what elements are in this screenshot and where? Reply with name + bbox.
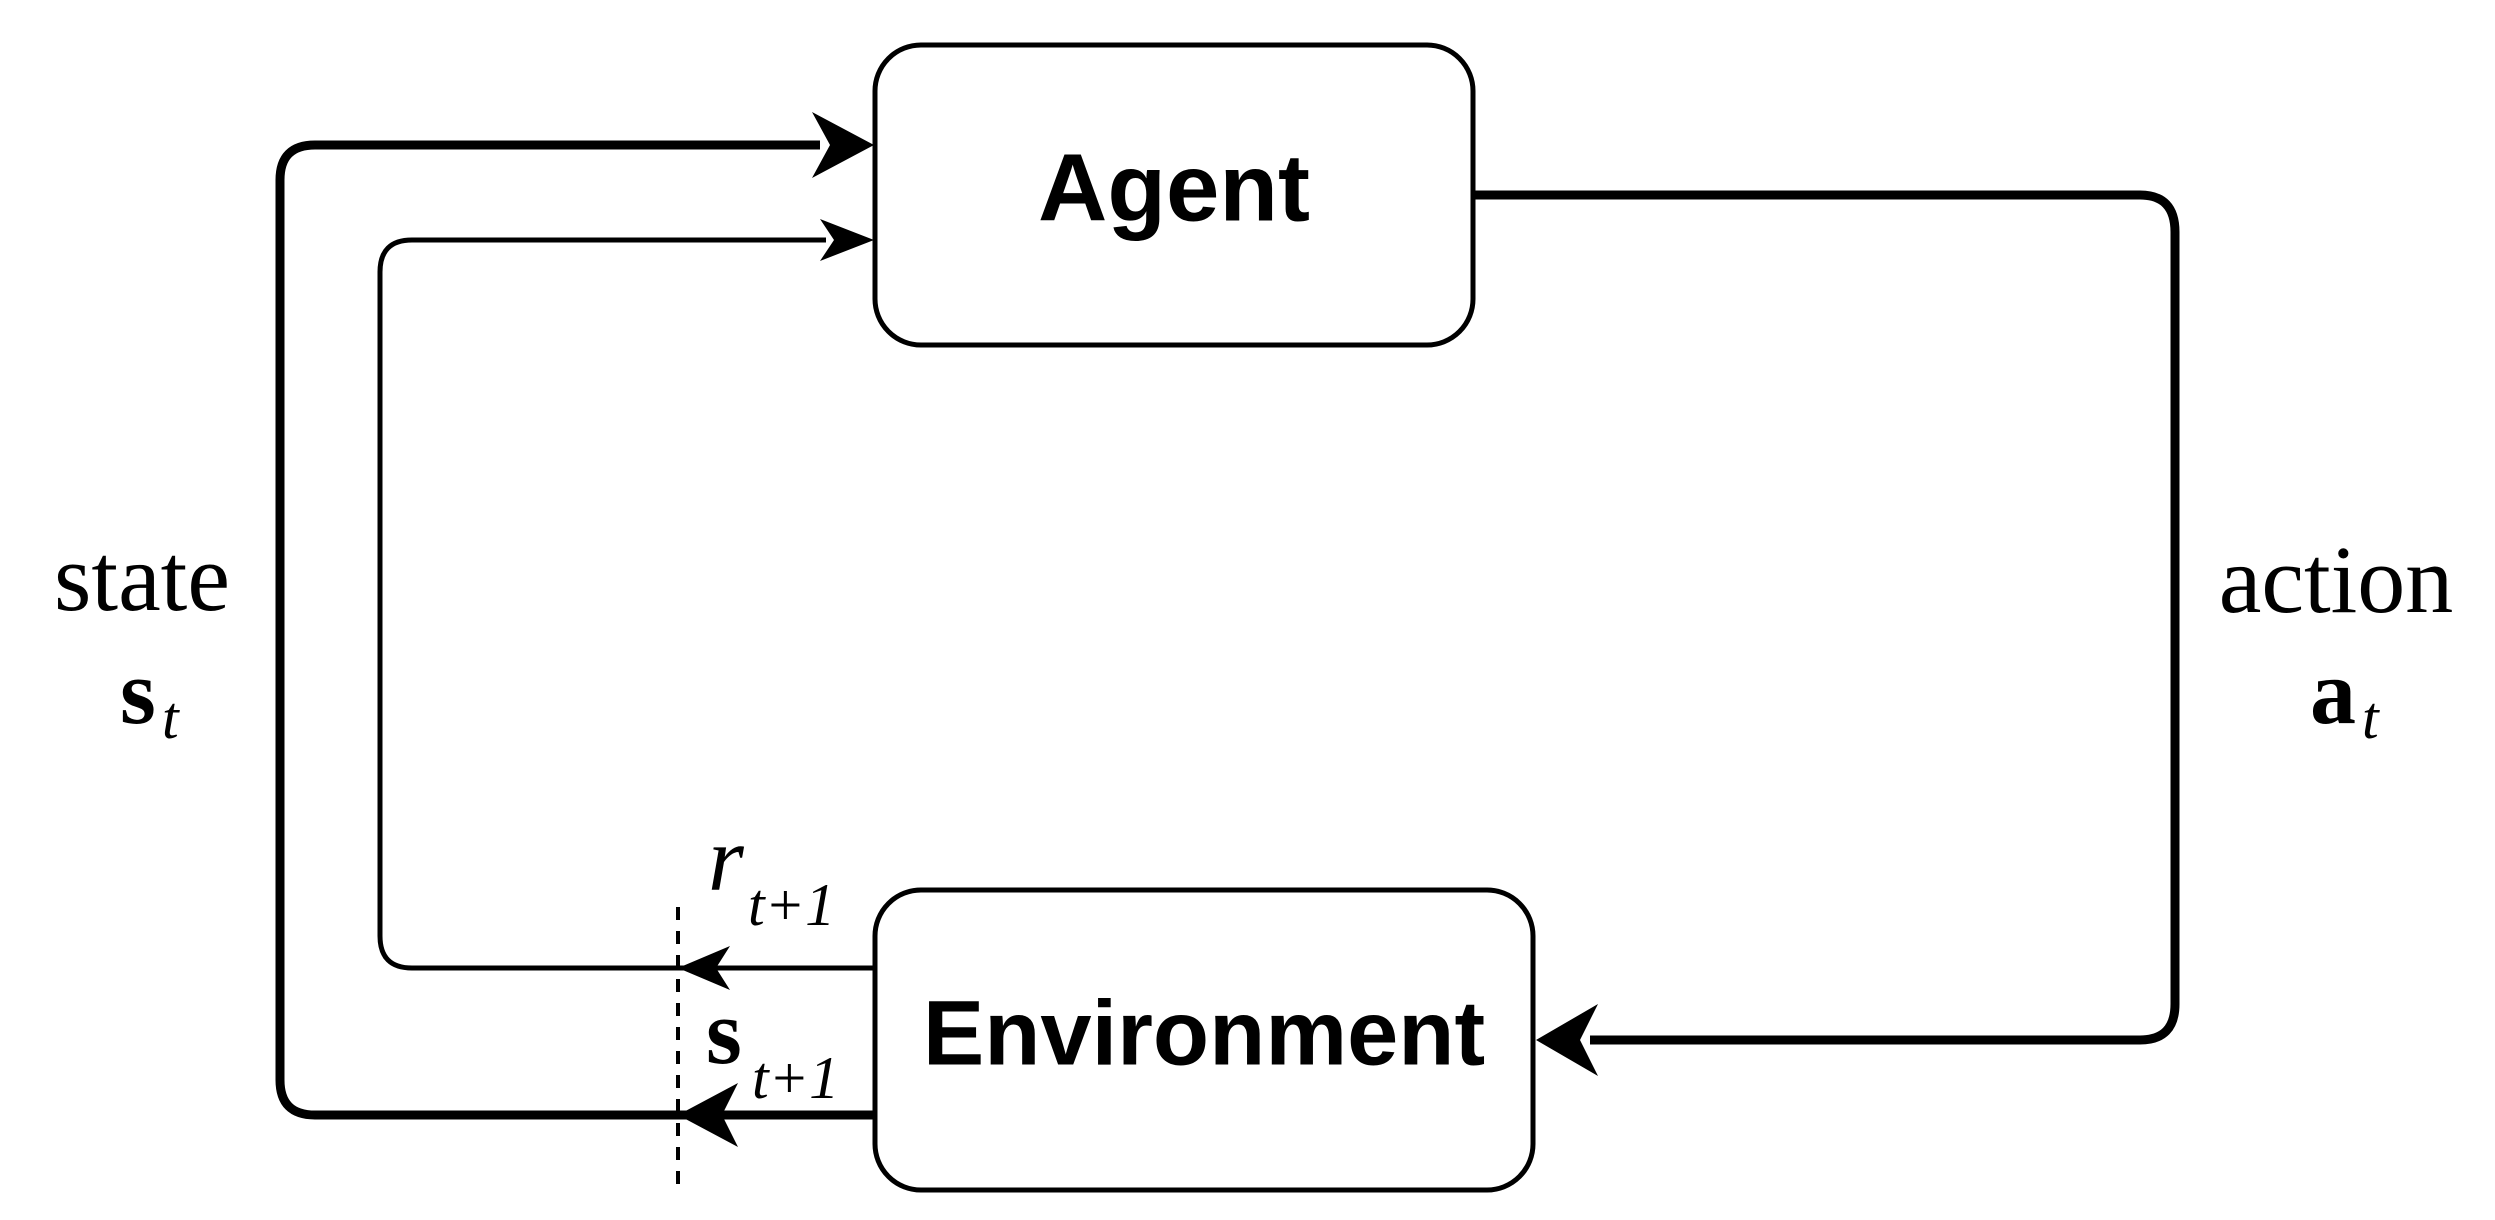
environment-box <box>872 887 1536 1193</box>
state-arrowhead <box>812 112 874 178</box>
action-annotation: action a t <box>2219 526 2454 751</box>
next-state-arrowhead <box>678 1083 738 1147</box>
reward-subscript: t+1 <box>748 872 835 938</box>
reward-agent-arrowhead <box>820 219 874 261</box>
state-label: state <box>54 524 230 631</box>
environment-node: Environment <box>872 887 1536 1193</box>
agent-node: Agent <box>872 42 1476 348</box>
action-symbol: a <box>2310 641 2356 743</box>
next-state-symbol: s <box>706 981 742 1083</box>
action-connector <box>1475 190 2180 1045</box>
reward-edge <box>377 219 875 990</box>
agent-label: Agent <box>1038 134 1310 241</box>
state-symbol: s <box>120 641 156 743</box>
reward-connector <box>377 237 875 971</box>
action-label: action <box>2219 526 2454 633</box>
next-state-annotation: s t+1 <box>706 981 839 1111</box>
reward-symbol: r <box>708 808 745 910</box>
agent-box <box>872 42 1476 348</box>
state-connector <box>275 140 875 1120</box>
next-state-subscript: t+1 <box>752 1045 839 1111</box>
reward-annotation: r t+1 <box>708 808 835 938</box>
state-edge <box>275 112 875 1147</box>
state-subscript: t <box>162 685 180 751</box>
action-edge <box>1475 190 2180 1076</box>
reward-arrowhead <box>678 946 730 990</box>
action-subscript: t <box>2362 685 2380 751</box>
action-arrowhead <box>1536 1004 1598 1076</box>
state-annotation: state s t <box>54 524 230 751</box>
environment-label: Environment <box>923 982 1485 1084</box>
